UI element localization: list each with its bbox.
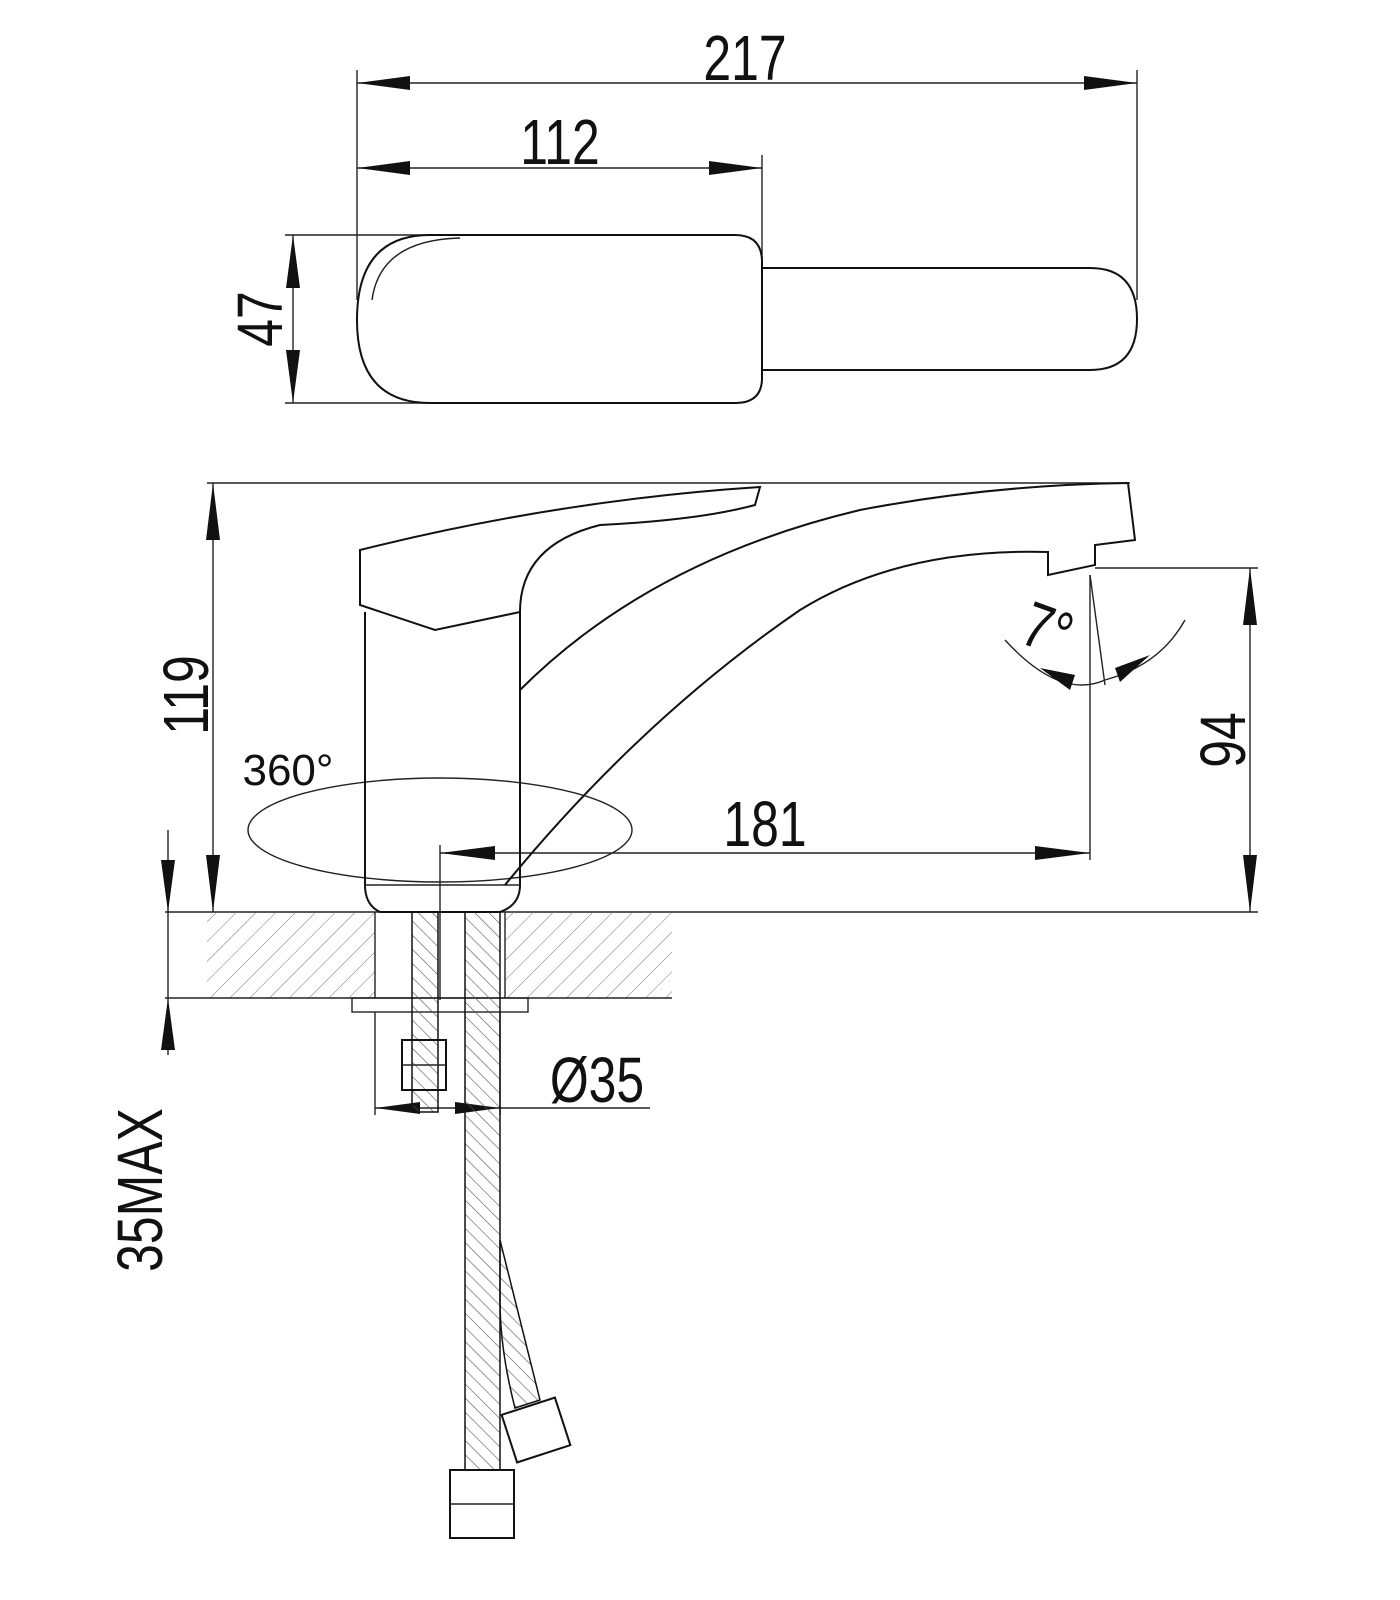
overall-length-label: 217 — [703, 23, 786, 94]
dimension-112: 112 — [357, 107, 762, 178]
reach-label: 181 — [723, 789, 806, 860]
tilt-angle-label: 7° — [1013, 588, 1082, 671]
threaded-stud — [411, 911, 439, 1113]
tilt-angle-indicator: 7° — [1004, 574, 1186, 690]
spout-outline — [504, 481, 1137, 886]
supply-hose-secondary — [499, 1239, 541, 1409]
handle-body-outline — [355, 234, 763, 404]
side-view: 119 94 181 360° 7° — [105, 481, 1259, 1539]
dimension-181: 181 — [440, 789, 1090, 860]
max-thickness-label: 35MAX — [105, 1108, 176, 1272]
height-label: 119 — [151, 655, 222, 735]
faucet-body-outline — [364, 612, 521, 913]
swivel-indicator: 360° — [242, 746, 633, 883]
dimension-94: 94 — [1188, 568, 1259, 912]
swivel-label: 360° — [242, 746, 333, 795]
hole-diameter-label: Ø35 — [550, 1045, 644, 1116]
spout-height-label: 94 — [1188, 712, 1259, 768]
top-view: 217 112 47 — [225, 23, 1139, 404]
handle-length-label: 112 — [520, 107, 600, 178]
dimension-diameter-35: Ø35 — [374, 1012, 650, 1116]
supply-hose-main — [464, 911, 501, 1471]
handle-side-outline — [359, 485, 762, 632]
dimension-35max: 35MAX — [105, 830, 176, 1272]
dimension-47: 47 — [225, 235, 300, 403]
countertop-section — [207, 912, 375, 998]
dimension-119: 119 — [151, 483, 222, 912]
handle-width-label: 47 — [225, 291, 296, 347]
dimension-217: 217 — [357, 23, 1137, 94]
lever-outline — [762, 267, 1139, 371]
